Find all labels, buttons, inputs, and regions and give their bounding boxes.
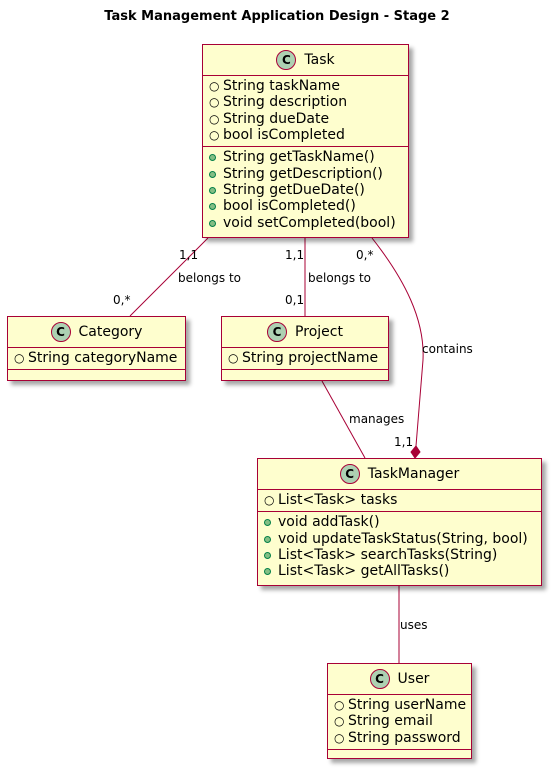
class-icon: C [369, 669, 390, 689]
class-name: Task [304, 52, 335, 68]
method: String getTaskName() [209, 149, 402, 165]
public-method-icon [209, 170, 216, 178]
class-header: C Project [222, 317, 388, 348]
public-visibility-icon: ○ [264, 493, 275, 508]
method: String getDescription() [209, 165, 402, 182]
mult-task-category-to: 0,* [113, 293, 130, 307]
attributes-section: ○List<Task> tasks [258, 490, 541, 511]
class-user: C User ○String userName ○String email ○S… [327, 663, 472, 759]
attribute: ○String projectName [228, 350, 379, 367]
class-icon: C [267, 322, 288, 342]
public-method-icon [264, 535, 271, 543]
edge-task-taskmanager [371, 237, 424, 447]
attribute: ○String password [334, 729, 461, 746]
attributes-section: ○String categoryName [8, 348, 185, 369]
methods-section: void addTask() void updateTaskStatus(Str… [258, 511, 541, 582]
public-visibility-icon: ○ [209, 95, 220, 110]
class-name: Project [295, 324, 343, 340]
edge-project-taskmanager [321, 380, 366, 459]
public-method-icon [209, 219, 216, 227]
attribute: ○bool isCompleted [209, 127, 345, 144]
attribute: ○String description [209, 94, 348, 111]
class-name: TaskManager [367, 466, 460, 482]
edge-label-task-category: belongs to [178, 271, 241, 285]
edge-task-category [129, 237, 209, 317]
public-method-icon [264, 568, 271, 576]
class-name: User [397, 671, 430, 687]
class-category: C Category ○String categoryName [7, 316, 186, 381]
method: void updateTaskStatus(String, bool) [264, 531, 535, 547]
method: void setCompleted(bool) [209, 214, 402, 231]
public-method-icon [209, 154, 216, 162]
method: void addTask() [264, 514, 535, 530]
class-header: C Category [8, 317, 185, 348]
method: String getDueDate() [209, 182, 402, 198]
class-icon: C [339, 464, 360, 484]
public-visibility-icon: ○ [228, 351, 239, 366]
attribute: ○String email [334, 713, 433, 730]
attribute: ○List<Task> tasks [264, 492, 398, 509]
edge-label-taskmanager-user: uses [400, 618, 428, 632]
methods-section [328, 748, 471, 758]
mult-task-category-from: 1,1 [179, 248, 198, 262]
public-method-icon [209, 186, 216, 194]
public-visibility-icon: ○ [334, 730, 345, 745]
method: List<Task> getAllTasks() [264, 563, 535, 579]
public-method-icon [264, 552, 271, 560]
public-method-icon [264, 519, 271, 527]
class-header: C TaskManager [258, 459, 541, 490]
mult-task-project-from: 1,1 [285, 248, 304, 262]
public-visibility-icon: ○ [209, 79, 220, 94]
attributes-section: ○String projectName [222, 348, 388, 369]
attributes-section: ○String userName ○String email ○String p… [328, 695, 471, 749]
class-name: Category [78, 324, 143, 340]
attribute: ○String dueDate [209, 110, 330, 127]
method: List<Task> searchTasks(String) [264, 547, 535, 563]
methods-section: String getTaskName() String getDescripti… [203, 146, 408, 233]
attributes-section: ○String taskName ○String description ○St… [203, 76, 408, 146]
public-visibility-icon: ○ [334, 714, 345, 729]
class-taskmanager: C TaskManager ○List<Task> tasks void add… [257, 458, 542, 586]
class-icon: C [50, 322, 71, 342]
attribute: ○String categoryName [14, 350, 178, 367]
mult-task-taskmanager-to: 1,1 [394, 435, 413, 449]
public-method-icon [209, 203, 216, 211]
methods-section [222, 369, 388, 378]
edge-label-task-project: belongs to [308, 271, 371, 285]
class-icon: C [276, 50, 297, 70]
edge-label-project-taskmanager: manages [349, 412, 404, 426]
mult-task-taskmanager-from: 0,* [356, 248, 373, 262]
public-visibility-icon: ○ [209, 128, 220, 143]
diagram-title: Task Management Application Design - Sta… [104, 9, 450, 24]
class-header: C Task [203, 45, 408, 76]
edge-label-task-taskmanager: contains [422, 342, 473, 356]
mult-task-project-to: 0,1 [285, 293, 304, 307]
public-visibility-icon: ○ [334, 698, 345, 713]
public-visibility-icon: ○ [14, 351, 25, 366]
attribute: ○String taskName [209, 78, 341, 95]
class-task: C Task ○String taskName ○String descript… [202, 44, 409, 238]
attribute: ○String userName [334, 697, 467, 714]
public-visibility-icon: ○ [209, 111, 220, 126]
class-project: C Project ○String projectName [221, 316, 389, 381]
class-header: C User [328, 664, 471, 695]
methods-section [8, 369, 185, 378]
method: bool isCompleted() [209, 198, 402, 214]
